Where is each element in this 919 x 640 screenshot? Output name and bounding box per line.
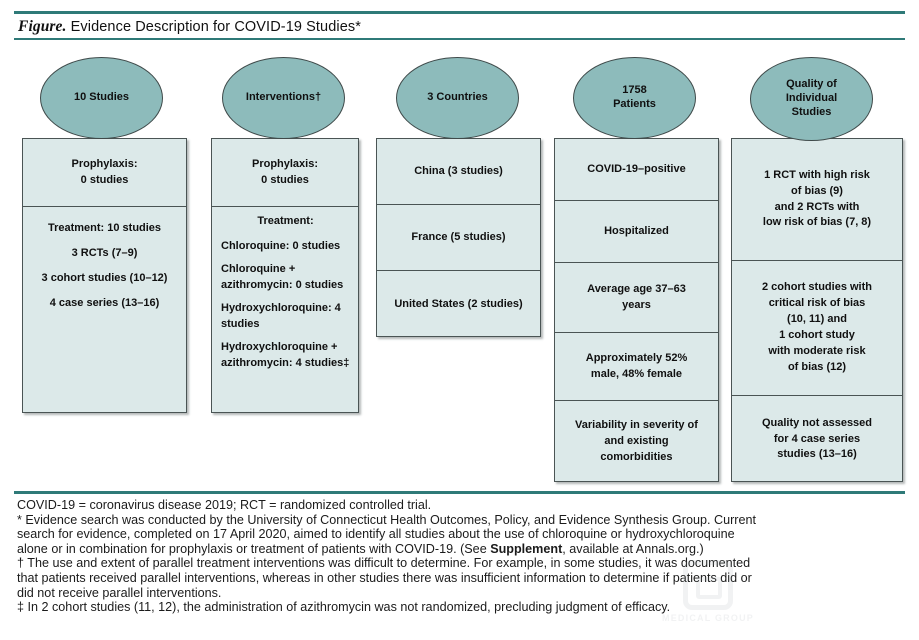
cell-line: male, 48% female: [590, 367, 683, 380]
footnotes: COVID-19 = coronavirus disease 2019; RCT…: [17, 498, 907, 615]
cell-line: of bias (12): [787, 360, 847, 373]
footnote-dagger-line3: did not receive parallel interventions.: [17, 585, 222, 600]
ellipse-studies-label: 10 Studies: [73, 91, 130, 104]
cell-line: Quality not assessed: [761, 416, 873, 429]
footnote-star-line1: * Evidence search was conducted by the U…: [17, 512, 756, 527]
boxstack-patients: COVID-19–positive Hospitalized Average a…: [554, 138, 719, 482]
supplement-emphasis: Supplement: [490, 541, 563, 556]
footnote-double-dagger: ‡ In 2 cohort studies (11, 12), the admi…: [17, 600, 671, 615]
cell-patients-sex-distribution: Approximately 52% male, 48% female: [555, 333, 718, 401]
cell-quality-case-series: Quality not assessed for 4 case series s…: [732, 396, 902, 483]
cell-line: Average age 37–63: [587, 282, 686, 295]
cell-line: years: [622, 298, 651, 311]
cell-quality-rcts: 1 RCT with high risk of bias (9) and 2 R…: [732, 139, 902, 261]
cell-studies-treatment: Treatment: 10 studies 3 RCTs (7–9) 3 coh…: [23, 207, 186, 412]
ellipse-quality-line: Individual: [785, 92, 838, 105]
cell-line: Variability in severity of: [575, 419, 698, 432]
cell-line: 1 RCT with high risk: [764, 168, 870, 181]
treatment-heading: Treatment:: [257, 215, 314, 227]
ellipse-quality-line: Quality of: [786, 78, 837, 91]
cell-line: for 4 case series: [773, 432, 861, 445]
cell-line: 4 case series (13–16): [49, 296, 160, 309]
boxstack-studies: Prophylaxis: 0 studies Treatment: 10 stu…: [22, 138, 187, 413]
cell-line: Hospitalized: [604, 224, 669, 237]
footnote-dagger-line1: † The use and extent of parallel treatme…: [17, 556, 751, 571]
cell-line: critical risk of bias: [768, 297, 866, 310]
cell-line: 3 cohort studies (10–12): [41, 271, 168, 284]
ellipse-quality: Quality of Individual Studies: [750, 57, 873, 141]
cell-line: low risk of bias (7, 8): [762, 216, 872, 229]
ellipse-interventions: Interventions†: [222, 57, 345, 139]
cell-line: (10, 11) and: [787, 313, 847, 326]
ellipse-patients-line: Patients: [613, 98, 656, 110]
ellipse-quality-line: Studies: [791, 105, 832, 118]
cell-line: and existing: [604, 435, 669, 448]
cell-line: France (5 studies): [411, 230, 506, 243]
cell-patients-variability: Variability in severity of and existing …: [555, 401, 718, 483]
page-title: Figure. Evidence Description for COVID-1…: [18, 18, 898, 36]
cell-line: Prophylaxis:: [71, 157, 138, 170]
cell-line: comorbidities: [600, 450, 673, 463]
footnote-star-line3-post: , available at Annals.org.): [562, 541, 704, 556]
cell-line: 3 RCTs (7–9): [71, 246, 138, 259]
figure-label: Figure.: [18, 18, 67, 35]
cell-line: Prophylaxis:: [251, 157, 319, 170]
figure-title-text: Evidence Description for COVID-19 Studie…: [70, 19, 361, 35]
cell-line: Treatment: 10 studies: [47, 222, 162, 234]
cell-line: studies (13–16): [777, 448, 857, 461]
cell-country-france: France (5 studies): [377, 205, 540, 271]
cell-line: United States (2 studies): [394, 297, 523, 310]
cell-line: and 2 RCTs with: [774, 200, 860, 213]
cell-studies-prophylaxis: Prophylaxis: 0 studies: [23, 139, 186, 207]
evidence-diagram: 10 Studies Prophylaxis: 0 studies Treatm…: [22, 57, 903, 482]
ellipse-patients: 1758 Patients: [573, 57, 696, 139]
cell-country-china: China (3 studies): [377, 139, 540, 205]
footnote-star-line3-pre: alone or in combination for prophylaxis …: [17, 541, 491, 556]
footnote-abbreviations: COVID-19 = coronavirus disease 2019; RCT…: [17, 498, 432, 512]
ellipse-interventions-label: Interventions†: [245, 91, 322, 104]
treatment-item: Hydroxychloroquine: 4 studies: [221, 301, 341, 330]
cell-quality-cohorts: 2 cohort studies with critical risk of b…: [732, 261, 902, 396]
cell-line: 1 cohort study: [779, 329, 855, 341]
title-underline-rule: [14, 38, 905, 40]
ellipse-patients-line: 1758: [622, 84, 647, 97]
boxstack-interventions: Prophylaxis: 0 studies Treatment: Chloro…: [211, 138, 359, 413]
cell-patients-average-age: Average age 37–63 years: [555, 263, 718, 333]
boxstack-countries: China (3 studies) France (5 studies) Uni…: [376, 138, 541, 337]
treatment-item: Chloroquine: 0 studies: [221, 239, 341, 252]
cell-line: COVID-19–positive: [587, 162, 686, 175]
treatment-item: Chloroquine + azithromycin: 0 studies: [221, 262, 344, 291]
cell-line: Approximately 52%: [585, 351, 688, 364]
ellipse-studies: 10 Studies: [40, 57, 163, 139]
cell-line: China (3 studies): [414, 164, 503, 177]
cell-country-united-states: United States (2 studies): [377, 271, 540, 338]
cell-interventions-treatment: Treatment: Chloroquine: 0 studies Chloro…: [212, 207, 358, 412]
cell-line: of bias (9): [791, 184, 843, 197]
treatment-item: Hydroxychloroquine + azithromycin: 4 stu…: [221, 340, 350, 369]
cell-line: 2 cohort studies with: [761, 281, 872, 294]
boxstack-quality: 1 RCT with high risk of bias (9) and 2 R…: [731, 138, 903, 482]
cell-line: with moderate risk: [768, 344, 866, 357]
footnote-star-line3: alone or in combination for prophylaxis …: [17, 542, 907, 557]
bottom-rule: [14, 491, 905, 494]
top-rule: [14, 11, 905, 14]
cell-line: 0 studies: [80, 173, 129, 186]
footnote-star-line2: search for evidence, completed on 17 Apr…: [17, 527, 735, 542]
ellipse-countries-label: 3 Countries: [427, 91, 488, 104]
cell-line: 0 studies: [261, 173, 309, 186]
footnote-dagger-line2: that patients received parallel interven…: [17, 570, 752, 585]
ellipse-countries: 3 Countries: [396, 57, 519, 139]
cell-interventions-prophylaxis: Prophylaxis: 0 studies: [212, 139, 358, 207]
cell-patients-covid-positive: COVID-19–positive: [555, 139, 718, 201]
cell-patients-hospitalized: Hospitalized: [555, 201, 718, 263]
